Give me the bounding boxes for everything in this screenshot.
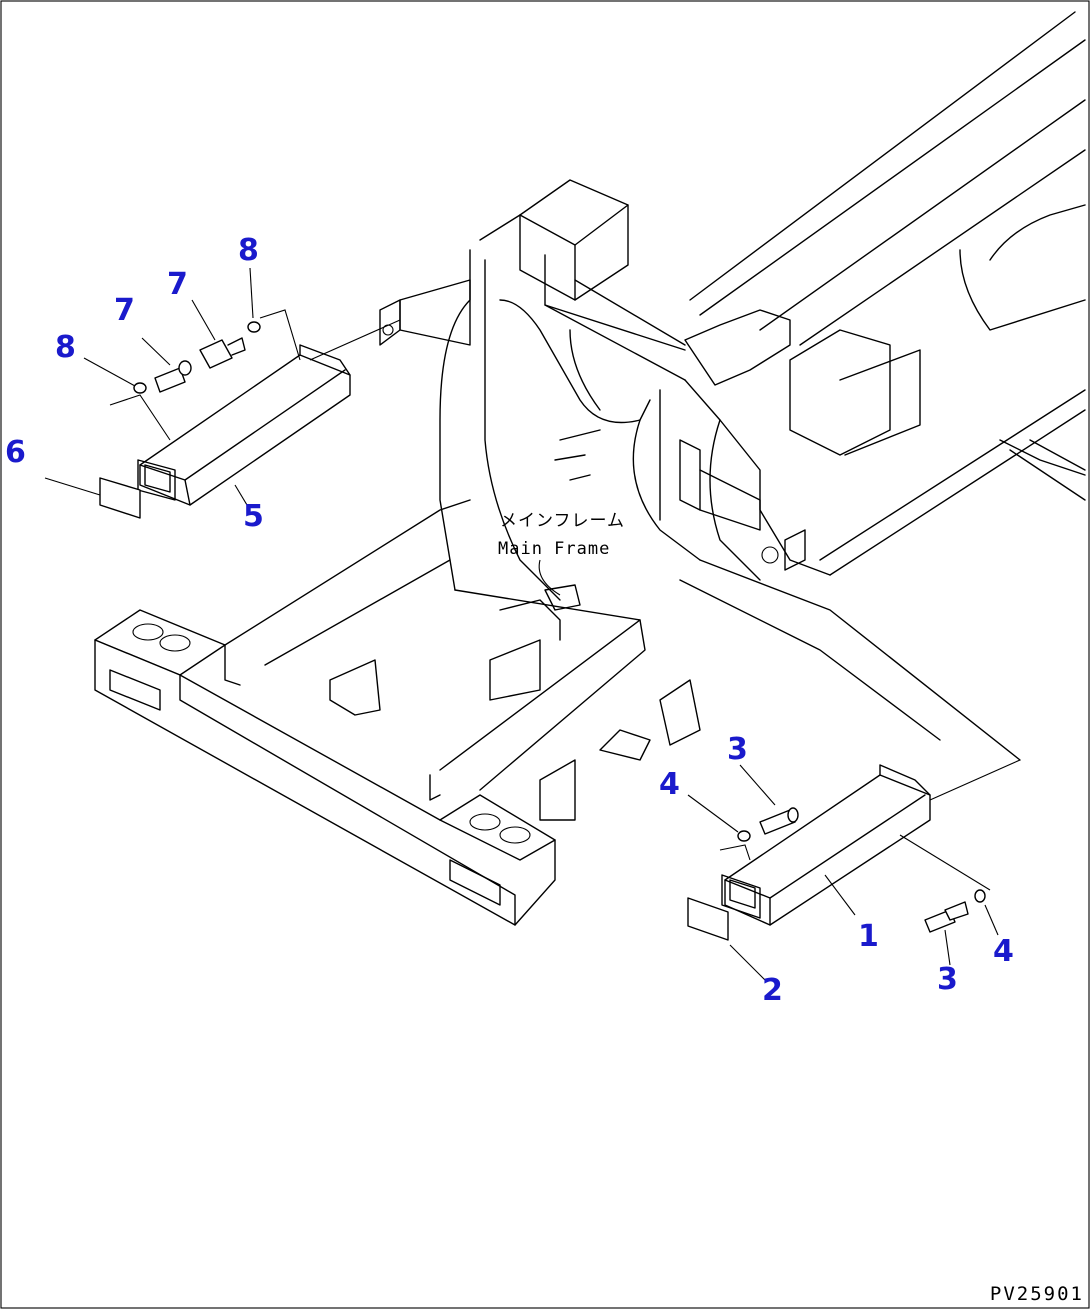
callout-8-upper: 8 — [238, 233, 259, 268]
rear-frame-rails — [689, 11, 1086, 576]
main-frame-label-en: Main Frame — [498, 539, 611, 559]
callout-6: 6 — [5, 435, 26, 470]
drawing-code: PV25901 — [989, 1283, 1084, 1305]
part-2-plate — [687, 897, 729, 941]
right-bracket — [679, 329, 921, 581]
main-frame-label-ja: メインフレーム — [500, 511, 625, 531]
callout-7-upper: 7 — [167, 267, 188, 302]
front-cross-beam — [94, 609, 556, 926]
callout-1: 1 — [858, 919, 879, 954]
center-tower — [379, 179, 791, 601]
callout-5: 5 — [243, 499, 264, 534]
part-5-beam — [137, 344, 351, 506]
right-fasteners — [737, 807, 986, 933]
left-fasteners — [133, 321, 261, 394]
side-rails — [224, 499, 1021, 821]
callout-4-left: 4 — [659, 767, 680, 802]
callout-3-upper: 3 — [727, 732, 748, 767]
main-frame-leader — [538, 559, 561, 596]
part-1-beam — [721, 764, 931, 926]
part-6-plate — [99, 477, 141, 519]
callout-4-right: 4 — [993, 934, 1014, 969]
callout-2: 2 — [762, 973, 783, 1008]
callout-3-lower: 3 — [937, 962, 958, 997]
leader-lines — [44, 267, 1021, 981]
callout-8-lower: 8 — [55, 330, 76, 365]
callout-7-lower: 7 — [114, 293, 135, 328]
